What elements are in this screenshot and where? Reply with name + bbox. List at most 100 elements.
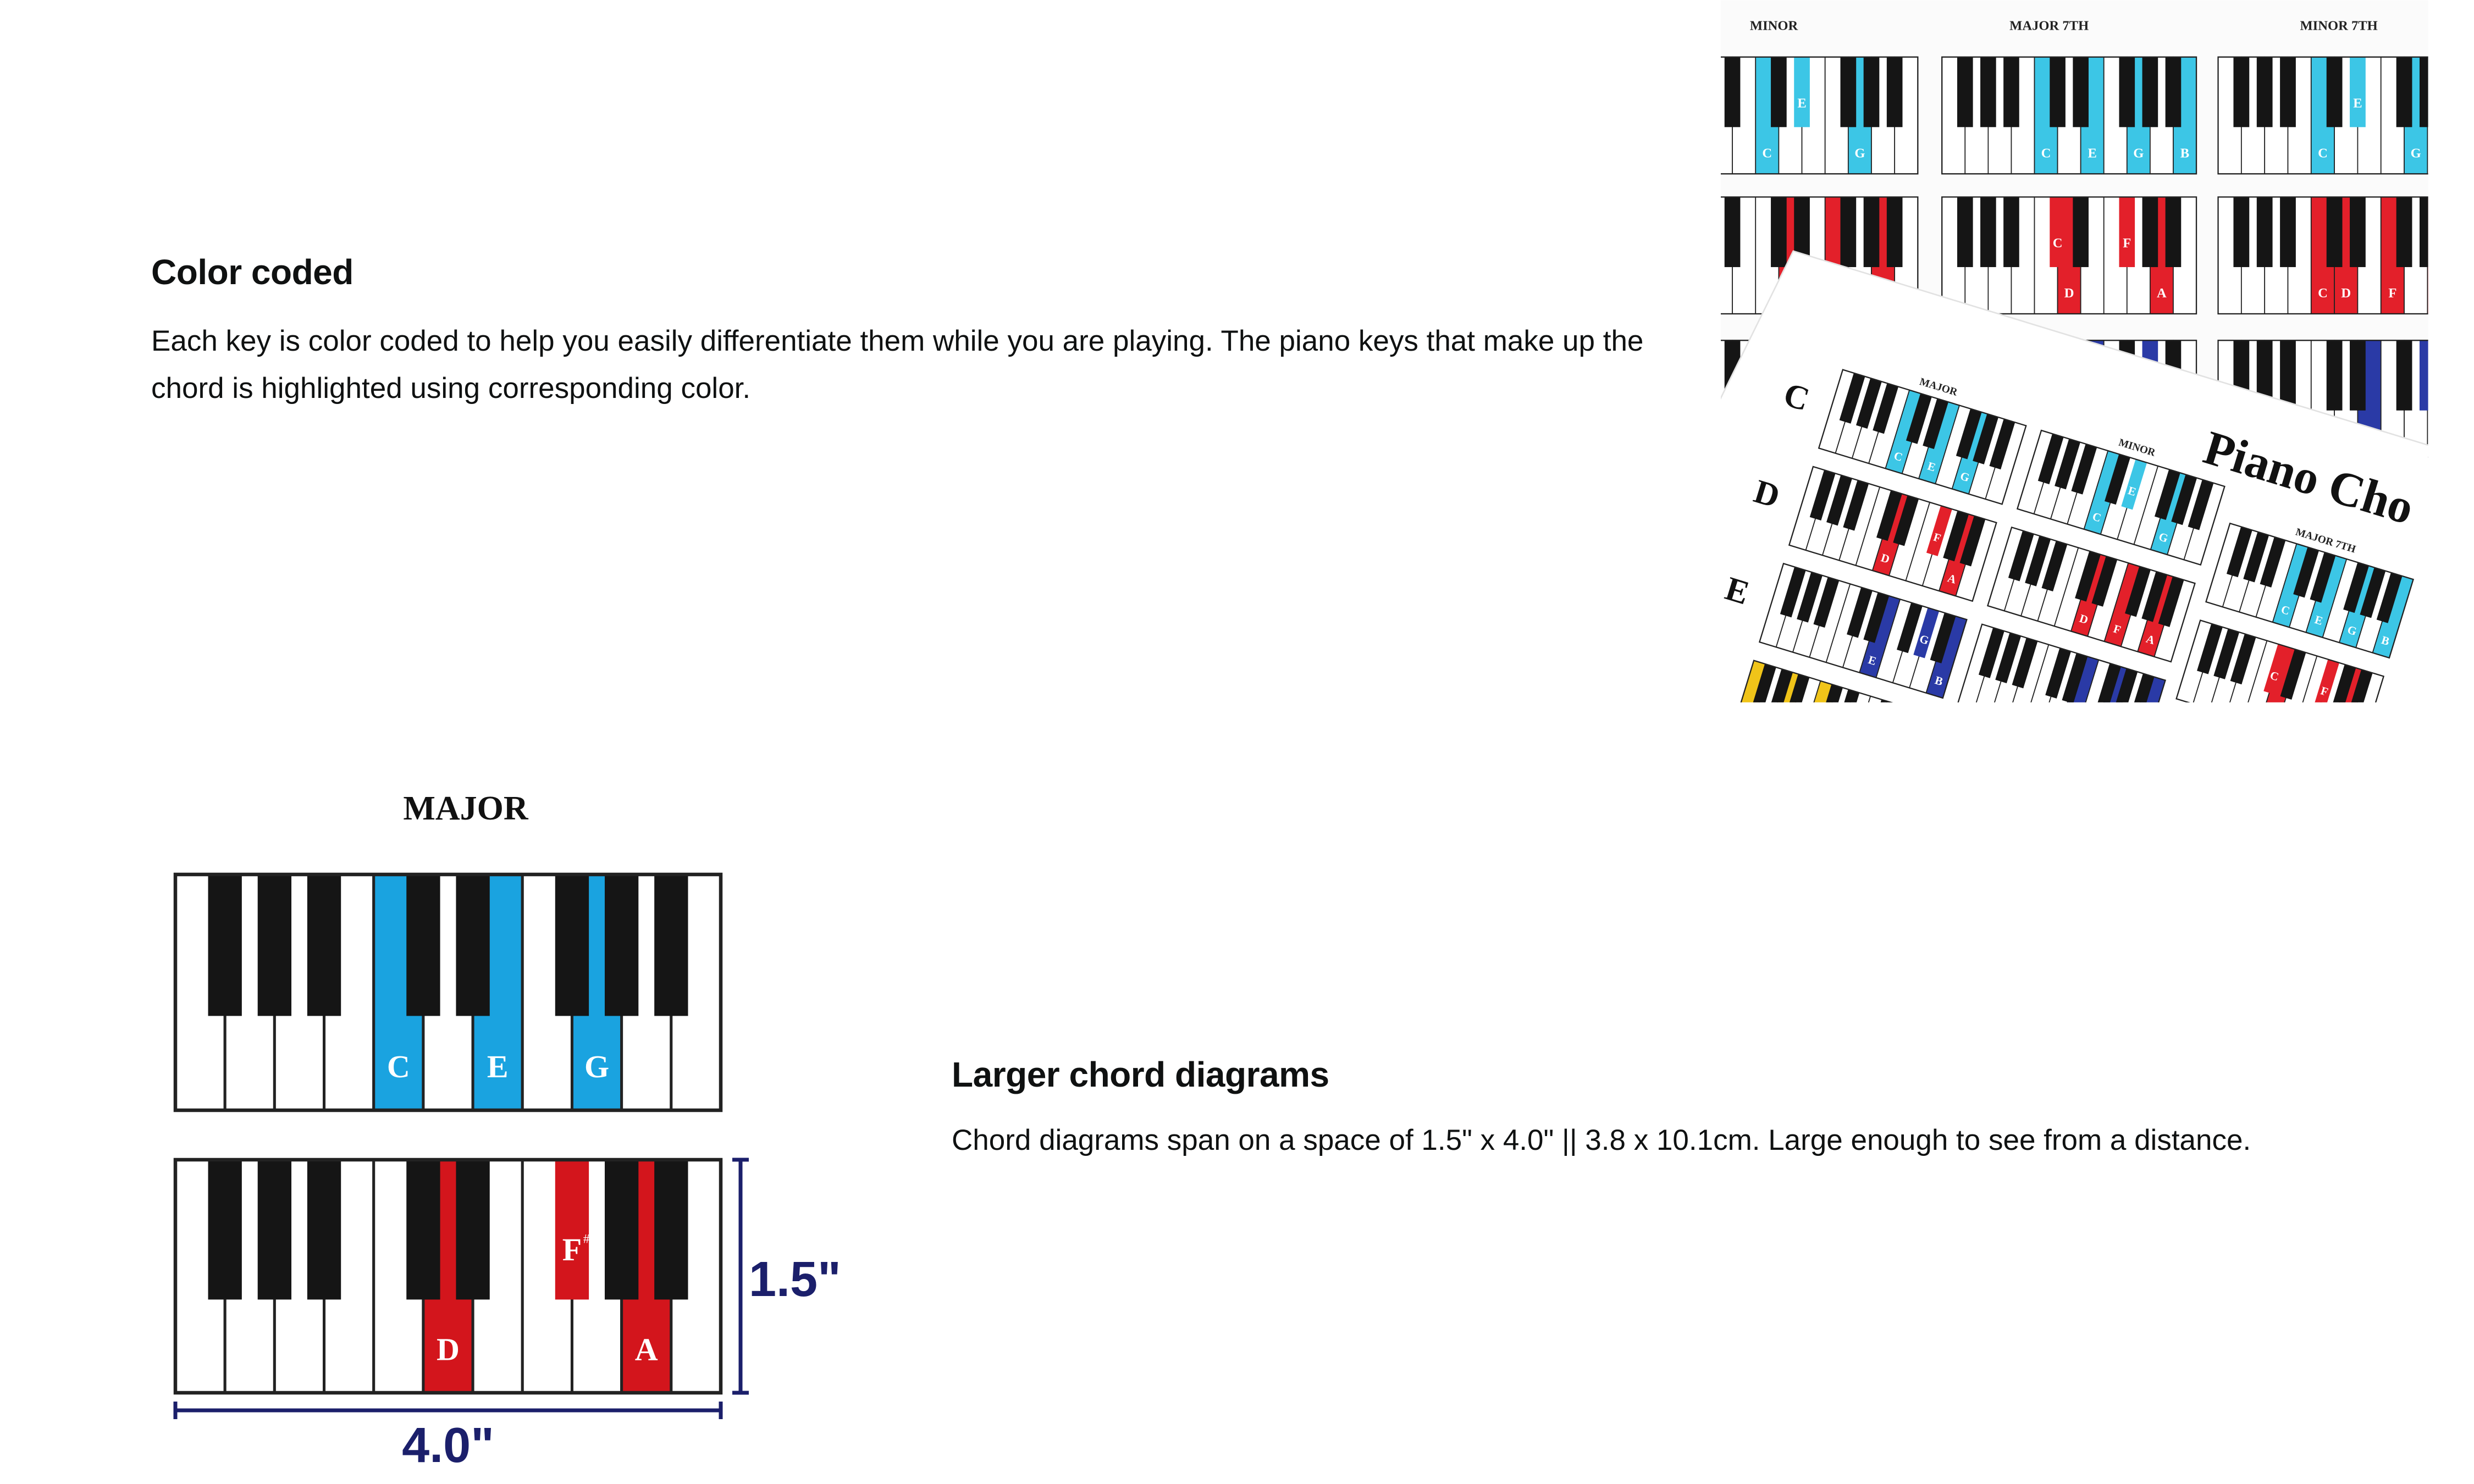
key-note-label: E xyxy=(487,1049,509,1084)
chart-column-header: MAJOR 7TH xyxy=(2009,19,2089,34)
key-note-label: C xyxy=(2053,236,2063,251)
black-key xyxy=(1957,197,1973,267)
black-key xyxy=(2443,340,2459,411)
black-key xyxy=(257,874,292,1016)
black-key xyxy=(2055,439,2080,490)
key-note-label: G xyxy=(2411,146,2421,161)
black-key xyxy=(2142,57,2158,128)
black-key xyxy=(2346,669,2373,702)
black-key xyxy=(2142,197,2158,267)
keyboard: DF#A xyxy=(173,1158,723,1395)
black-key xyxy=(604,874,639,1016)
keyboard-frame xyxy=(1818,369,2027,505)
key-note-label: E xyxy=(1797,96,1806,111)
black-key xyxy=(1863,57,1880,128)
key-note-label: C xyxy=(2041,146,2051,161)
black-key xyxy=(555,874,589,1016)
keyboard-frame xyxy=(1758,562,1968,699)
black-key xyxy=(2326,57,2343,128)
chart-column-header: MINOR xyxy=(1750,19,1798,34)
highlighted-white-key xyxy=(2451,340,2474,457)
highlighted-black-key xyxy=(2121,459,2147,510)
black-key xyxy=(2443,197,2459,267)
black-key xyxy=(307,874,341,1016)
section-title-color-coded: Color coded xyxy=(151,252,354,292)
key-note-label: G xyxy=(2346,623,2359,638)
black-key xyxy=(1826,475,1852,526)
chart-column-header: MINOR 7TH xyxy=(2300,19,2377,34)
white-key xyxy=(1880,706,1920,715)
black-key xyxy=(1886,57,1903,128)
black-key xyxy=(1886,197,1903,267)
black-key xyxy=(2141,571,2168,622)
black-key xyxy=(1809,470,1836,521)
black-key xyxy=(1834,689,1860,702)
keyboard-frame xyxy=(2217,196,2428,315)
highlighted-black-key xyxy=(1794,57,1810,128)
black-key xyxy=(2158,576,2184,627)
key-note-label: D xyxy=(2267,705,2279,715)
black-key xyxy=(2310,552,2336,603)
highlighted-black-key xyxy=(2419,340,2428,411)
black-key xyxy=(1783,674,1810,702)
highlighted-black-key xyxy=(2050,197,2066,267)
diagram-title: MAJOR xyxy=(403,790,529,827)
black-key xyxy=(1956,408,1982,459)
black-key xyxy=(654,1160,688,1300)
black-key xyxy=(2230,634,2256,685)
black-key xyxy=(1876,490,1902,541)
key-note-label: A xyxy=(635,1332,658,1367)
white-key xyxy=(2451,197,2474,314)
key-note-label: A xyxy=(2434,286,2444,301)
black-key xyxy=(456,874,490,1016)
black-key xyxy=(2396,197,2412,267)
black-key xyxy=(2188,479,2214,530)
keyboard: EGB xyxy=(1758,562,1968,699)
key-note-label: C xyxy=(1892,449,1904,464)
black-key xyxy=(2396,340,2412,411)
black-key xyxy=(2037,434,2064,485)
key-note-label: A xyxy=(2157,286,2167,301)
black-key xyxy=(2360,567,2386,618)
keyboard-frame xyxy=(2205,522,2414,659)
key-note-label: C xyxy=(1762,146,1772,161)
black-key xyxy=(2050,57,2066,128)
keyboard-frame xyxy=(1729,660,1938,702)
white-key xyxy=(2427,340,2428,458)
black-key xyxy=(257,1160,292,1300)
black-key xyxy=(2003,197,2019,267)
black-key xyxy=(2125,566,2151,617)
white-key xyxy=(2451,57,2474,174)
key-note-label: C xyxy=(2091,510,2103,524)
black-key xyxy=(208,1160,242,1300)
width-label: 4.0" xyxy=(402,1418,494,1473)
black-key xyxy=(2171,474,2197,525)
black-key xyxy=(2233,57,2250,128)
black-key xyxy=(1980,197,1996,267)
black-key xyxy=(1930,612,1956,663)
black-key xyxy=(654,874,688,1016)
black-key xyxy=(604,1160,639,1300)
black-key xyxy=(1863,592,1890,643)
black-key xyxy=(2062,653,2088,702)
black-key xyxy=(2233,197,2250,267)
key-note-label: B xyxy=(2180,146,2189,161)
black-key xyxy=(2376,572,2403,623)
black-key xyxy=(2293,547,2320,598)
black-key xyxy=(1973,413,1998,464)
section-title-larger-diagrams: Larger chord diagrams xyxy=(952,1055,1329,1094)
highlighted-black-key xyxy=(2313,659,2340,702)
key-note-label: G xyxy=(1918,632,1931,647)
key-note-label: D xyxy=(437,1332,460,1367)
key-note-label: D xyxy=(2341,286,2351,301)
keyboard-frame xyxy=(1986,526,2196,663)
keyboard-frame xyxy=(1788,466,1997,602)
section-body-larger-diagrams: Chord diagrams span on a space of 1.5" x… xyxy=(952,1124,2251,1156)
keyboard-frame xyxy=(2175,619,2385,702)
black-key xyxy=(2343,562,2369,613)
key-note-label: F xyxy=(562,1232,582,1267)
black-key xyxy=(2165,197,2182,267)
black-key xyxy=(1995,633,2022,684)
